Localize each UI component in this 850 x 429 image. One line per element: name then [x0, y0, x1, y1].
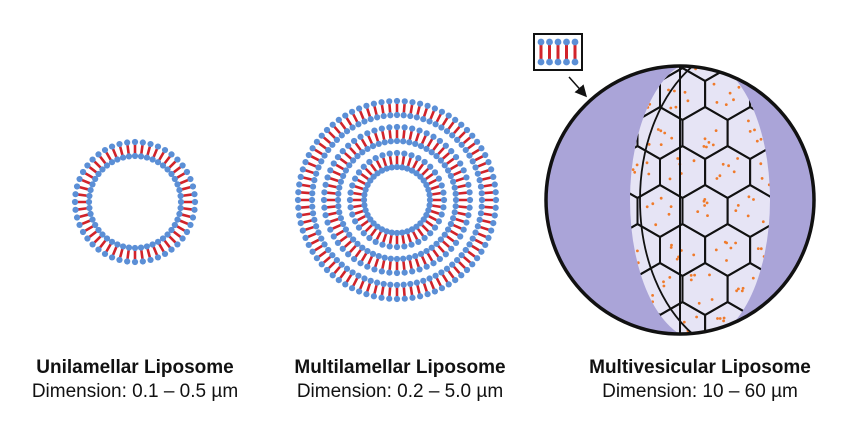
- multilamellar-liposome-drawing: [294, 97, 500, 303]
- lipid-bilayer-ring: [320, 123, 474, 277]
- aqueous-content-dots: [630, 66, 770, 334]
- lipid-bilayer-ring: [294, 97, 500, 303]
- multivesicular-outline: [544, 64, 816, 336]
- multivesicular-dimension: Dimension: 10 – 60 µm: [602, 381, 798, 402]
- cut-edge: [639, 66, 701, 334]
- lipid-bilayer-ring: [346, 149, 448, 251]
- multilamellar-title: Multilamellar Liposome: [294, 357, 506, 378]
- caption-multivesicular: Multivesicular Liposome Dimension: 10 – …: [555, 356, 845, 404]
- unilamellar-liposome-drawing: [71, 138, 199, 266]
- caption-unilamellar: Unilamellar Liposome Dimension: 0.1 – 0.…: [0, 356, 270, 404]
- lipid-bilayer-ring: [71, 138, 199, 266]
- unilamellar-title: Unilamellar Liposome: [36, 357, 234, 378]
- inset-arrow: [568, 76, 587, 98]
- bilayer-inset: [533, 33, 583, 71]
- unilamellar-dimension: Dimension: 0.1 – 0.5 µm: [31, 381, 239, 402]
- caption-multilamellar: Multilamellar Liposome Dimension: 0.2 – …: [270, 356, 530, 404]
- multivesicular-title: Multivesicular Liposome: [589, 357, 811, 378]
- multilamellar-dimension: Dimension: 0.2 – 5.0 µm: [296, 381, 504, 402]
- multivesicular-liposome-drawing: [533, 33, 816, 336]
